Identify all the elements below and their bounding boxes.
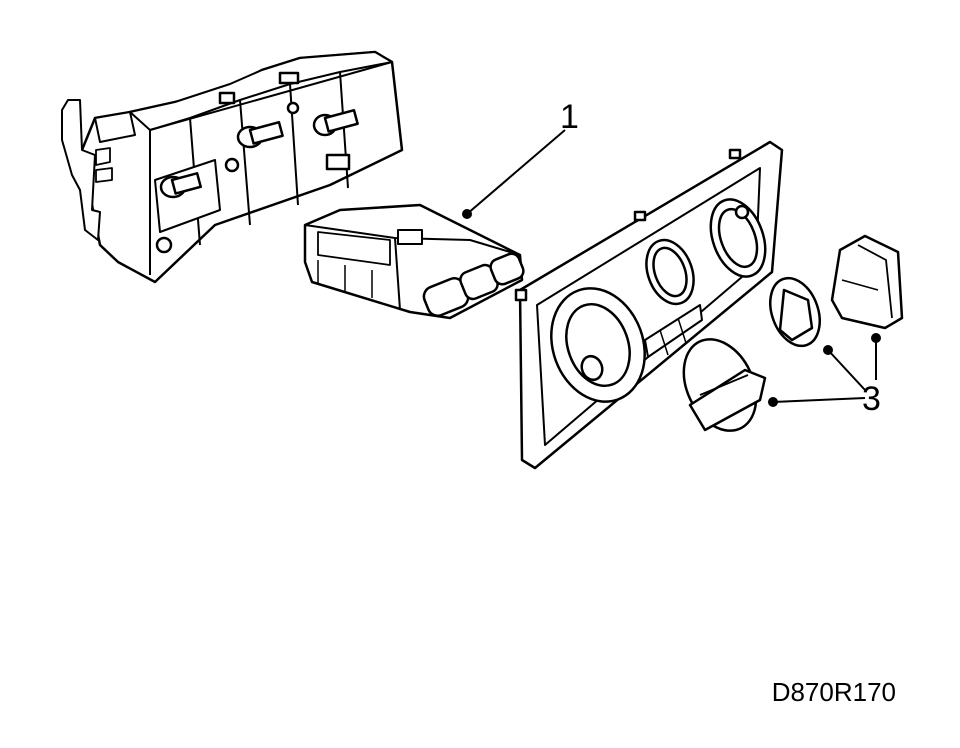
callout-3: 3: [862, 380, 881, 418]
knob-small: [830, 234, 904, 330]
knob-large: [682, 338, 767, 432]
switch-module: [303, 203, 525, 320]
leader-lines: [462, 129, 881, 407]
control-housing: [61, 50, 404, 284]
reference-code: D870R170: [771, 677, 896, 707]
knob-medium: [769, 276, 821, 348]
callout-1: 1: [560, 98, 579, 136]
control-fascia: [514, 140, 784, 470]
